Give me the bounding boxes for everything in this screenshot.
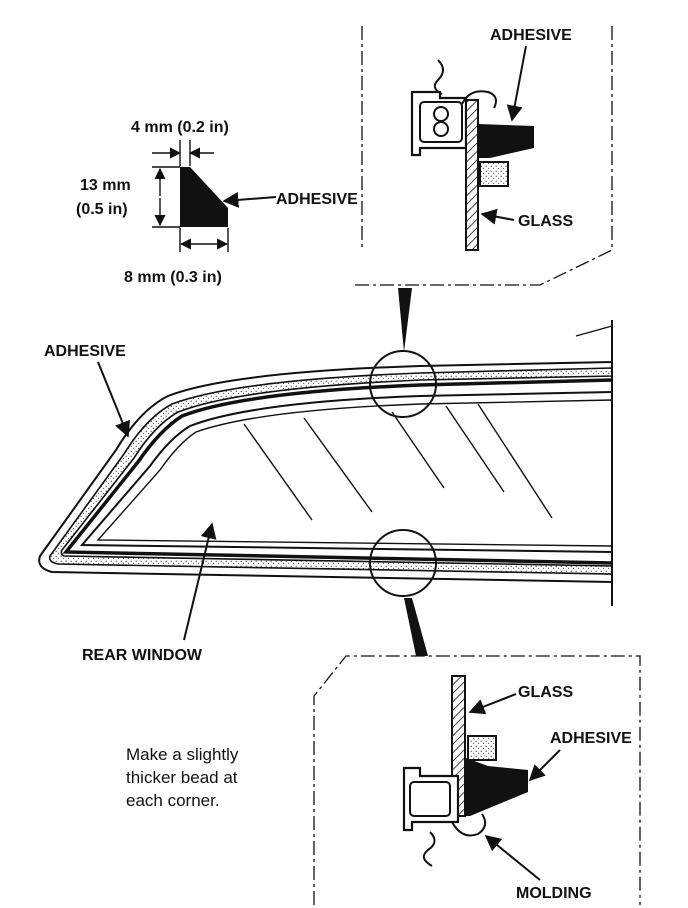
rear-window-label: REAR WINDOW bbox=[82, 647, 203, 664]
seal-lip bbox=[422, 831, 436, 867]
seal-lip bbox=[433, 59, 444, 95]
bead-adhesive-label: ADHESIVE bbox=[276, 191, 358, 208]
bead-height-mm: 13 mm bbox=[80, 177, 131, 194]
dam-rubber bbox=[479, 161, 509, 187]
body-outline bbox=[38, 361, 613, 583]
molding-hook bbox=[451, 813, 487, 837]
adhesive-leader bbox=[222, 191, 277, 208]
rear-window: ADHESIVE REAR WINDOW bbox=[38, 320, 613, 664]
detail-pointer-top bbox=[398, 288, 412, 352]
note-line-1: Make a slightly bbox=[126, 745, 239, 764]
molding-core-circle bbox=[433, 106, 449, 122]
glass-edge bbox=[79, 391, 613, 553]
bottom-adhesive-label: ADHESIVE bbox=[550, 730, 632, 747]
detail-pointer-bottom bbox=[404, 598, 428, 656]
molding-line bbox=[62, 378, 613, 565]
bottom-detail: GLASS ADHESIVE MOLDING Make a slightly t… bbox=[126, 655, 641, 905]
adhesive-leader bbox=[97, 361, 131, 438]
top-adhesive-label: ADHESIVE bbox=[490, 27, 572, 44]
glass-reflection bbox=[477, 403, 553, 519]
rear-window-leader bbox=[183, 522, 217, 641]
adhesive-block bbox=[466, 758, 528, 816]
bead-top-dimension: 4 mm (0.2 in) bbox=[131, 119, 229, 136]
glass-reflection bbox=[445, 405, 505, 493]
glass-leader bbox=[468, 693, 517, 715]
note-line-2: thicker bead at bbox=[126, 768, 238, 787]
bottom-glass-label: GLASS bbox=[518, 684, 573, 701]
molding-hook bbox=[461, 90, 497, 109]
glass-leader bbox=[480, 208, 515, 225]
pillar-line bbox=[575, 325, 613, 337]
bead-cross-section: 4 mm (0.2 in) 13 mm (0.5 in) 8 mm (0.3 i… bbox=[76, 119, 358, 286]
glass-reflection bbox=[391, 411, 445, 489]
adhesive-bead-shape bbox=[180, 167, 228, 227]
dam-rubber bbox=[467, 735, 497, 761]
glass-reflection bbox=[303, 417, 373, 513]
adhesive-leader bbox=[506, 45, 527, 122]
adhesive-block bbox=[478, 124, 534, 158]
detail-circle-top bbox=[369, 350, 437, 418]
molding-inner-box bbox=[409, 781, 451, 817]
bead-bottom-dimension: 8 mm (0.3 in) bbox=[124, 269, 222, 286]
bead-height-in: (0.5 in) bbox=[76, 201, 128, 218]
detail-circle-bottom bbox=[369, 529, 437, 597]
note-line-3: each corner. bbox=[126, 791, 220, 810]
top-glass-label: GLASS bbox=[518, 213, 573, 230]
molding-leader bbox=[484, 834, 541, 881]
top-detail: ADHESIVE GLASS bbox=[352, 26, 613, 286]
detail-frame-line bbox=[313, 655, 641, 905]
adhesive-leader bbox=[528, 749, 561, 782]
glass-inner-line bbox=[96, 399, 613, 547]
detail-frame-line bbox=[352, 26, 613, 286]
glass-section bbox=[465, 99, 479, 251]
molding-core-circle bbox=[433, 121, 449, 137]
molding-label: MOLDING bbox=[516, 885, 592, 902]
window-adhesive-label: ADHESIVE bbox=[44, 343, 126, 360]
glass-reflection bbox=[243, 423, 313, 521]
